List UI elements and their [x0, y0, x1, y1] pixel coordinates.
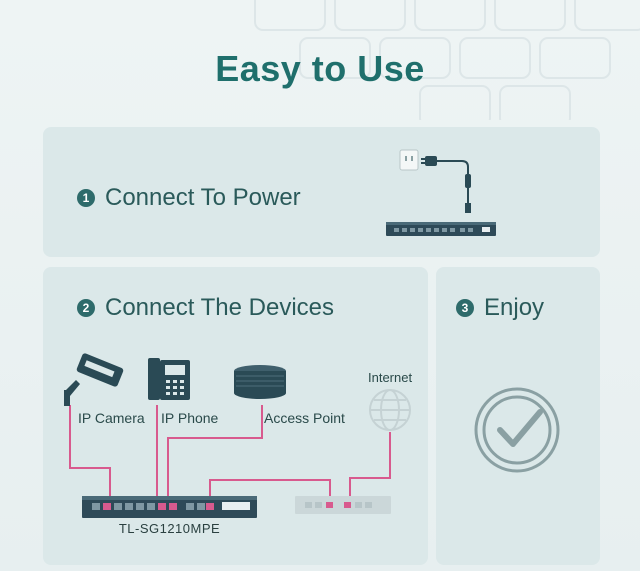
checkmark-badge-icon: [476, 389, 558, 471]
